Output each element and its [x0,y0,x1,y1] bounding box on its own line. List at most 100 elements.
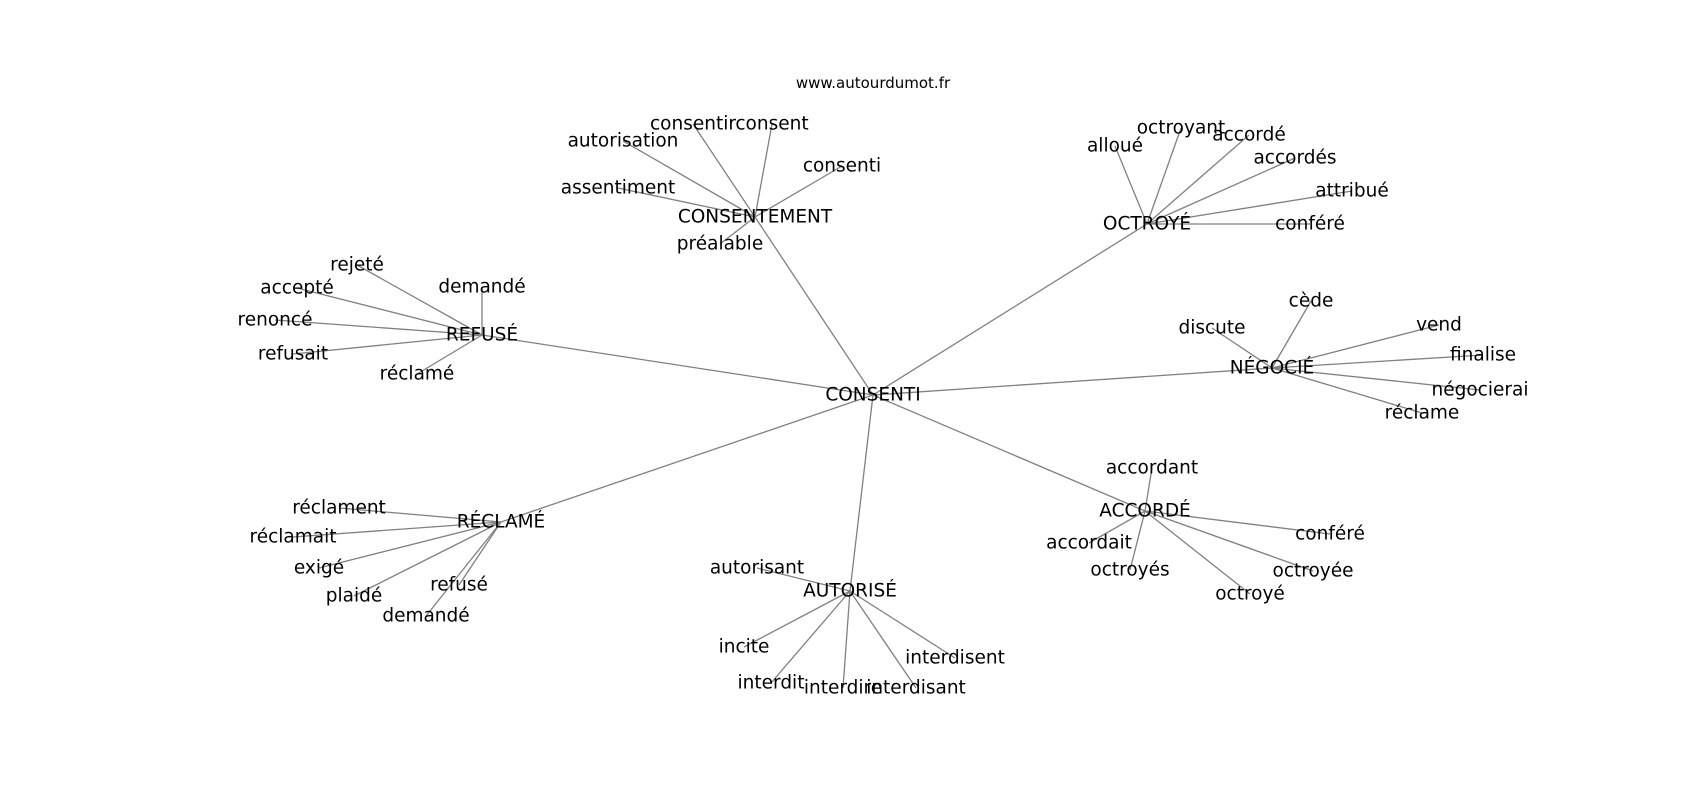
leaf-word-autorisant[interactable]: autorisant [710,558,804,579]
leaf-word-interdit[interactable]: interdit [738,673,805,694]
leaf-word-accordant[interactable]: accordant [1106,458,1198,479]
leaf-word-renonce[interactable]: renoncé [238,310,313,331]
leaf-word-attribue[interactable]: attribué [1315,181,1388,202]
site-url-label: www.autourdumot.fr [796,74,951,92]
leaf-word-incite[interactable]: incite [719,637,770,658]
edge-reclame-hub-reclament [338,507,502,523]
edge-accorde-hub-octroyee [1144,510,1314,572]
edge-refuse-rejete [356,264,483,336]
edge-autorise-interdisant [849,590,917,689]
edge-reclame-hub-plaide [353,521,502,597]
edge-negocie-reclame-verb [1271,367,1423,414]
leaf-word-octroyee[interactable]: octroyée [1273,561,1354,582]
edge-octroye-accordes [1146,157,1296,225]
edge-autorise-interdisent [849,590,956,659]
hub-word-reclame-hub[interactable]: RÉCLAMÉ [457,511,546,533]
edge-refuse-accepte [296,287,483,336]
leaf-word-discute[interactable]: discute [1178,318,1245,339]
leaf-word-demande[interactable]: demandé [438,277,525,298]
leaf-word-interdisent[interactable]: interdisent [905,648,1005,669]
leaf-word-rejete[interactable]: rejeté [330,255,384,276]
edge-consenti-autorise [849,394,874,592]
leaf-word-plaide[interactable]: plaidé [326,586,383,607]
edge-refuse-reclame [416,334,483,375]
leaf-word-assentiment[interactable]: assentiment [561,178,676,199]
edge-accorde-hub-octroye-leaf [1144,510,1251,595]
edge-autorise-interdire [842,590,851,689]
leaf-word-consenti-leaf[interactable]: consenti [803,156,881,177]
edge-autorise-incite [743,590,851,648]
hub-word-octroye[interactable]: OCTROYÉ [1103,213,1191,235]
edge-reclame-hub-demande-2 [425,521,502,617]
edges-layer [274,123,1484,689]
edge-negocie-discute [1211,327,1273,369]
hub-word-negocie[interactable]: NÉGOCIÉ [1230,357,1315,379]
leaf-word-alloue[interactable]: alloué [1087,136,1143,157]
leaf-word-refusait[interactable]: refusait [258,344,328,365]
edge-consenti-accorde-hub [872,394,1146,512]
edge-octroye-accorde [1146,134,1250,225]
edge-octroye-attribue [1146,190,1353,225]
edge-negocie-vend [1271,324,1440,369]
edge-consenti-octroye [872,223,1148,396]
edge-consentement-assentiment [617,187,756,218]
center-word-consenti[interactable]: CONSENTI [825,385,920,406]
edge-consentement-prealable [719,216,756,245]
edge-accorde-hub-accordait [1088,510,1146,544]
leaf-word-reclamait[interactable]: réclamait [250,527,337,548]
edge-octroye-alloue [1114,145,1148,225]
leaf-word-cede[interactable]: cède [1289,291,1334,312]
hub-word-consentement[interactable]: CONSENTEMENT [678,207,833,228]
leaf-word-autorisation[interactable]: autorisation [568,131,679,152]
edge-accorde-hub-confere-2 [1144,510,1331,535]
edge-reclame-hub-exige [318,521,502,569]
leaf-word-consentir[interactable]: consentir [650,114,736,135]
hub-word-autorise[interactable]: AUTORISÉ [803,580,897,602]
leaf-word-reclame-verb[interactable]: réclame [1385,403,1460,424]
hub-word-accorde-hub[interactable]: ACCORDÉ [1099,500,1191,522]
edge-consentement-consent [754,123,773,218]
leaf-word-accordait[interactable]: accordait [1046,533,1132,554]
edge-autorise-interdit [770,590,851,684]
leaf-word-reclame[interactable]: réclamé [380,364,455,385]
leaf-word-exige[interactable]: exigé [294,558,344,579]
edge-accorde-hub-accordant [1144,467,1153,512]
edge-consentement-autorisation [622,140,756,218]
leaf-word-octroye-leaf[interactable]: octroyé [1215,584,1285,605]
edge-consenti-reclame-hub [500,394,874,523]
edge-consentement-consentir [692,123,756,218]
edge-octroye-octroyant [1146,127,1182,225]
leaf-word-octroyant[interactable]: octroyant [1137,118,1226,139]
leaf-word-vend[interactable]: vend [1416,315,1462,336]
edge-reclame-hub-refuse-2 [458,521,502,586]
leaf-word-accordes[interactable]: accordés [1253,148,1336,169]
edge-refuse-renonce [274,319,483,336]
edge-negocie-cede [1271,300,1312,369]
edge-refuse-refusait [292,334,483,355]
edge-consenti-negocie [872,367,1273,396]
leaf-word-confere[interactable]: conféré [1275,214,1345,235]
leaf-word-confere-2[interactable]: conféré [1295,524,1365,545]
leaf-word-reclament[interactable]: réclament [292,498,386,519]
leaf-word-prealable[interactable]: préalable [677,234,763,255]
edge-reclame-hub-reclamait [292,521,502,538]
edge-accorde-hub-octroyes [1129,510,1146,571]
edge-consentement-consenti-leaf [754,165,843,218]
leaf-word-negocierai[interactable]: négocierai [1432,380,1529,401]
leaf-word-accorde[interactable]: accordé [1212,125,1285,146]
leaf-word-interdisant[interactable]: interdisant [866,678,966,699]
hub-word-refuse[interactable]: REFUSÉ [446,324,518,346]
leaf-word-accepte[interactable]: accepté [260,278,333,299]
leaf-word-octroyes[interactable]: octroyés [1090,560,1169,581]
leaf-word-consent[interactable]: consent [735,114,808,135]
leaf-word-interdire[interactable]: interdire [804,678,882,699]
leaf-word-demande-2[interactable]: demandé [382,606,469,627]
edge-consenti-refuse [481,334,874,396]
leaf-word-refuse-2[interactable]: refusé [430,575,488,596]
edge-negocie-negocierai [1271,367,1481,391]
leaf-word-finalise[interactable]: finalise [1450,345,1516,366]
edge-consenti-consentement [754,216,874,396]
edge-negocie-finalise [1271,354,1484,369]
